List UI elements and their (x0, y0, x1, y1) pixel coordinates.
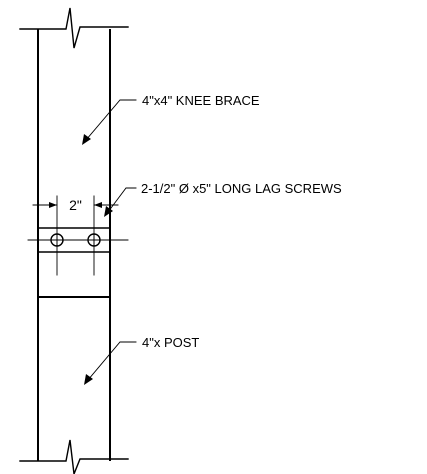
lag-screw-callout: 2-1/2" Ø x5" LONG LAG SCREWS (104, 181, 342, 217)
knee-brace-leader-arrow (82, 134, 91, 145)
post-callout: 4"x POST (84, 335, 199, 385)
lag-screw-label: 2-1/2" Ø x5" LONG LAG SCREWS (141, 181, 342, 196)
dimension-text: 2" (69, 197, 82, 213)
bottom-break-line (19, 439, 129, 474)
knee-brace-callout: 4"x4" KNEE BRACE (82, 93, 260, 145)
lag-screw-2 (87, 233, 101, 247)
lag-screw-leader-arrow (104, 206, 113, 217)
knee-brace-label: 4"x4" KNEE BRACE (142, 93, 260, 108)
top-break-line (19, 7, 129, 49)
lag-screw-1 (50, 233, 64, 247)
post-leader-arrow (84, 374, 93, 385)
dimension-2in: 2" (32, 197, 119, 213)
dimension-arrow-left (49, 202, 57, 208)
post-label: 4"x POST (142, 335, 199, 350)
dimension-arrow-right (94, 202, 102, 208)
post-outline (37, 29, 111, 461)
